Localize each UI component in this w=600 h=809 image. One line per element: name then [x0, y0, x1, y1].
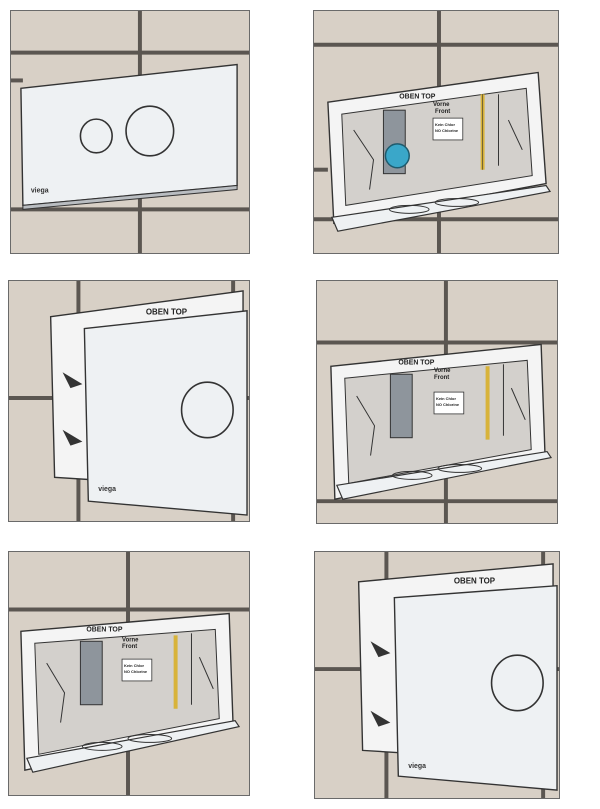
blue-valve-wheel	[384, 143, 410, 169]
small-flush-button	[79, 118, 113, 154]
vorne-label: Vorne	[433, 102, 450, 108]
oben-top-label: OBEN TOP	[399, 93, 435, 100]
no-chlorine-label: NO Chlorine	[124, 669, 148, 674]
no-chlorine-label: NO Chlorine	[435, 128, 459, 133]
oben-top-label: OBEN TOP	[454, 577, 496, 586]
step-5-illustration: OBEN TOP Vorne Front Kein Chlor NO Chlor…	[9, 552, 249, 795]
step-6-illustration: OBEN TOP viega	[315, 552, 559, 798]
flush-button	[490, 654, 544, 712]
front-label: Front	[434, 375, 449, 381]
oben-top-label: OBEN TOP	[398, 359, 434, 366]
vorne-label: Vorne	[122, 637, 139, 643]
step-4-panel: OBEN TOP Vorne Front Kein Chlor NO Chlor…	[316, 280, 558, 524]
arrow-icon	[62, 429, 83, 446]
step-2-panel: OBEN TOP Vorne Front Kein Chlor NO Chlor…	[313, 10, 559, 254]
step-3-panel: OBEN TOP viega	[8, 280, 250, 522]
viega-logo: viega	[98, 486, 116, 493]
oben-top-label: OBEN TOP	[86, 626, 122, 633]
open-plate	[335, 450, 553, 500]
arrow-icon	[62, 372, 83, 389]
step-4-illustration: OBEN TOP Vorne Front Kein Chlor NO Chlor…	[317, 281, 557, 523]
arrow-icon	[370, 710, 391, 727]
flush-plate	[20, 63, 238, 207]
viega-logo: viega	[408, 763, 426, 770]
step-1-illustration: viega	[11, 11, 249, 253]
flush-button	[180, 381, 234, 439]
step-6-panel: OBEN TOP viega	[314, 551, 560, 799]
front-label: Front	[435, 109, 450, 115]
kein-chlor-label: Kein Chlor	[124, 663, 144, 668]
vorne-label: Vorne	[434, 368, 451, 374]
open-plate	[26, 719, 241, 773]
no-chlorine-label: NO Chlorine	[436, 402, 460, 407]
flush-plate	[393, 584, 558, 791]
kein-chlor-label: Kein Chlor	[435, 122, 455, 127]
viega-logo: viega	[31, 187, 49, 194]
step-2-illustration: OBEN TOP Vorne Front Kein Chlor NO Chlor…	[314, 11, 558, 253]
kein-chlor-label: Kein Chlor	[436, 396, 456, 401]
step-3-illustration: OBEN TOP viega	[9, 281, 249, 521]
flush-plate	[83, 309, 248, 516]
step-5-panel: OBEN TOP Vorne Front Kein Chlor NO Chlor…	[8, 551, 250, 796]
open-plate	[331, 184, 552, 232]
step-1-panel: viega	[10, 10, 250, 254]
oben-top-label: OBEN TOP	[146, 308, 188, 317]
arrow-icon	[370, 641, 391, 658]
front-label: Front	[122, 644, 137, 650]
large-flush-button	[125, 105, 175, 157]
